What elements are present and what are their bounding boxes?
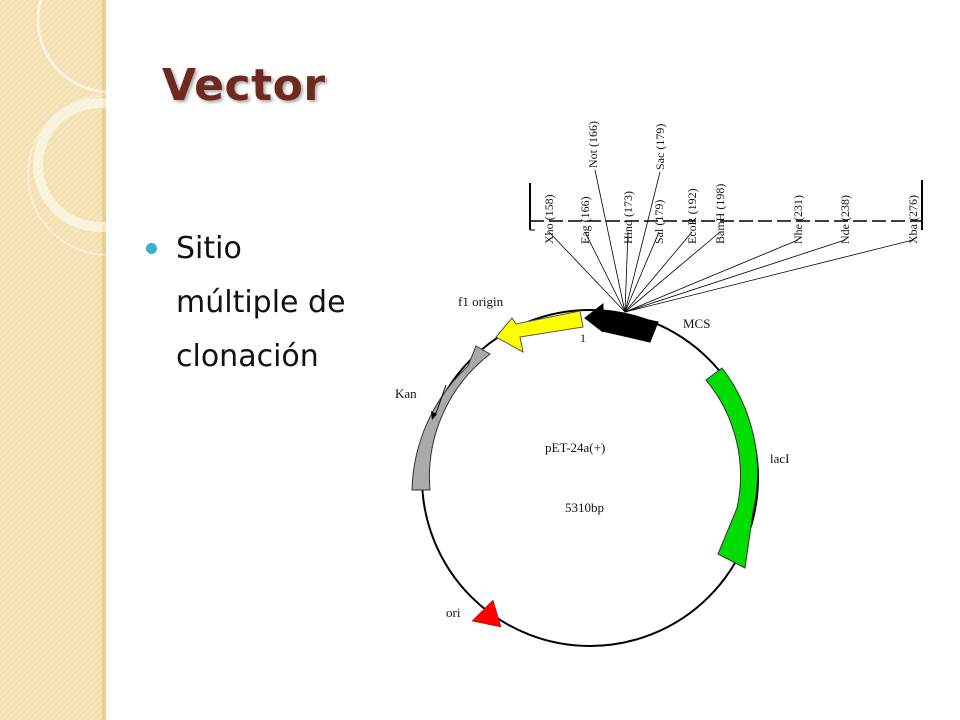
site-label-sal: Sal (179) bbox=[652, 200, 666, 244]
bullet-text: Sitio múltiple de clonación bbox=[176, 231, 346, 374]
slide-title: Vector bbox=[162, 60, 326, 111]
site-label-hind: Hind (173) bbox=[621, 191, 635, 244]
ori-label: ori bbox=[446, 605, 461, 620]
kan-arrow bbox=[411, 345, 491, 491]
site-label-bamh: BamH (198) bbox=[713, 184, 727, 244]
f1-origin-label: f1 origin bbox=[458, 294, 504, 309]
kan-inner-arrow-icon bbox=[434, 384, 447, 417]
kan-label: Kan bbox=[395, 386, 417, 401]
ori-triangle bbox=[471, 599, 502, 628]
laci-arrow bbox=[705, 367, 759, 569]
mcs-label: MCS bbox=[683, 316, 710, 331]
plasmid-map: Xho (158) Eag (166) Not (166) Hind (173)… bbox=[395, 121, 923, 647]
plasmid-size: 5310bp bbox=[565, 500, 604, 515]
site-label-nde: Nde (238) bbox=[838, 195, 852, 244]
laci-label: lacI bbox=[770, 451, 789, 466]
decorative-side-panel bbox=[0, 0, 106, 720]
site-label-sac: Sac (179) bbox=[653, 124, 667, 170]
kan-inner-arrowhead-icon bbox=[431, 411, 437, 420]
site-label-xba: Xba (276) bbox=[906, 195, 920, 244]
side-panel-edge bbox=[102, 0, 106, 720]
site-label-ecor: EcoR (192) bbox=[685, 188, 699, 244]
mcs-arrow bbox=[584, 302, 659, 343]
start-position-label: 1 bbox=[580, 331, 586, 345]
site-label-not: Not (166) bbox=[586, 121, 600, 168]
plasmid-name: pET-24a(+) bbox=[545, 440, 605, 455]
bullet-icon bbox=[146, 243, 157, 254]
site-leader-lines bbox=[548, 169, 914, 313]
f1-origin-arrow bbox=[495, 310, 584, 353]
site-label-xho: Xho (158) bbox=[542, 194, 556, 244]
mcs-bracket bbox=[529, 180, 923, 231]
decorative-circles bbox=[27, 0, 106, 256]
site-label-eag: Eag (166) bbox=[578, 196, 592, 244]
site-label-nhe: Nhe (231) bbox=[791, 195, 805, 244]
